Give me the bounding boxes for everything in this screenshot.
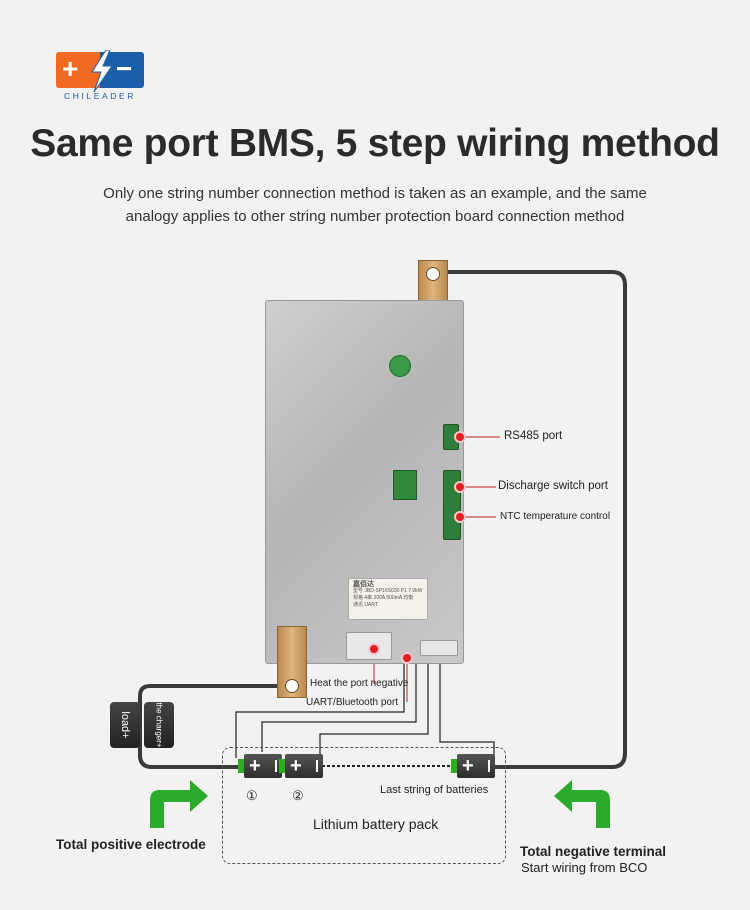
load-block: load+ xyxy=(110,702,140,748)
page-subtitle: Only one string number connection method… xyxy=(60,182,690,228)
sticker-line-1: 型号 JBD-SP16S030 P1 7.0kW xyxy=(353,588,423,594)
sticker-line-2: 规格 4串 200A 500mA 均衡 xyxy=(353,595,414,601)
battery-plus: + xyxy=(290,755,302,777)
discharge-dot xyxy=(454,481,466,493)
sticker-line-3: 通讯 UART xyxy=(353,602,378,608)
ntc-label: NTC temperature control xyxy=(500,511,611,522)
battery-plus: + xyxy=(249,755,261,777)
negative-arrow-icon xyxy=(554,780,610,828)
positive-arrow-icon xyxy=(150,780,208,828)
minus-icon: − xyxy=(116,53,133,84)
uart-dot xyxy=(401,652,413,664)
page-title: Same port BMS, 5 step wiring method xyxy=(30,122,720,165)
heat-label: Heat the port negative xyxy=(310,678,409,689)
pack-label: Lithium battery pack xyxy=(313,816,439,832)
sense-wire-3 xyxy=(319,652,429,756)
plus-icon: + xyxy=(62,53,79,84)
uart-label: UART/Bluetooth port xyxy=(306,697,399,708)
battery-minus xyxy=(275,760,277,772)
battery-cap xyxy=(451,759,457,773)
load-charger-block: load+ the charger+ xyxy=(110,702,174,748)
b-minus-terminal-hole xyxy=(426,267,440,281)
negative-sublabel: Start wiring from BCO xyxy=(521,860,648,875)
battery-minus xyxy=(316,760,318,772)
load-label: load+ xyxy=(119,711,131,739)
charger-label: the charger+ xyxy=(154,702,164,748)
brand-logo: + − CHILEADER xyxy=(56,50,144,102)
sense-wire-2 xyxy=(261,652,417,752)
heat-port-dot xyxy=(368,643,380,655)
balance-connector xyxy=(420,640,458,656)
last-battery-label: Last string of batteries xyxy=(380,784,489,796)
subtitle-line-2: analogy applies to other string number p… xyxy=(125,208,625,225)
sense-wire-1 xyxy=(235,652,405,758)
qc-badge-icon xyxy=(389,355,411,377)
battery-1: + xyxy=(238,754,282,778)
battery-last: + xyxy=(451,754,495,778)
rs485-label: RS485 port xyxy=(504,430,563,442)
battery-minus xyxy=(488,760,490,772)
battery-2: + xyxy=(279,754,323,778)
rs485-dot xyxy=(454,431,466,443)
negative-label: Total negative terminal xyxy=(520,844,667,859)
lightning-bolt-icon xyxy=(91,50,113,92)
battery-pack-outline xyxy=(222,747,506,864)
battery-cap xyxy=(279,759,285,773)
p-terminal xyxy=(277,626,307,698)
discharge-label: Discharge switch port xyxy=(498,480,608,492)
battery-2-number: ② xyxy=(292,788,304,803)
p-terminal-hole xyxy=(285,679,299,693)
ntc-dot xyxy=(454,511,466,523)
logo-plus-box: + xyxy=(56,52,100,88)
battery-cap xyxy=(238,759,244,773)
brand-name: CHILEADER xyxy=(63,91,137,101)
chip-icon xyxy=(393,470,417,500)
sense-wire-4 xyxy=(439,652,495,756)
sticker-maker: 嘉佰达 xyxy=(353,581,374,588)
battery-1-number: ① xyxy=(246,788,258,803)
battery-plus: + xyxy=(462,755,474,777)
charger-block: the charger+ xyxy=(144,702,174,748)
subtitle-line-1: Only one string number connection method… xyxy=(103,185,647,202)
positive-wire xyxy=(138,684,290,769)
negative-wire xyxy=(432,270,627,769)
spec-sticker: 嘉佰达 型号 JBD-SP16S030 P1 7.0kW 规格 4串 200A … xyxy=(348,578,428,620)
positive-label: Total positive electrode xyxy=(56,837,206,852)
